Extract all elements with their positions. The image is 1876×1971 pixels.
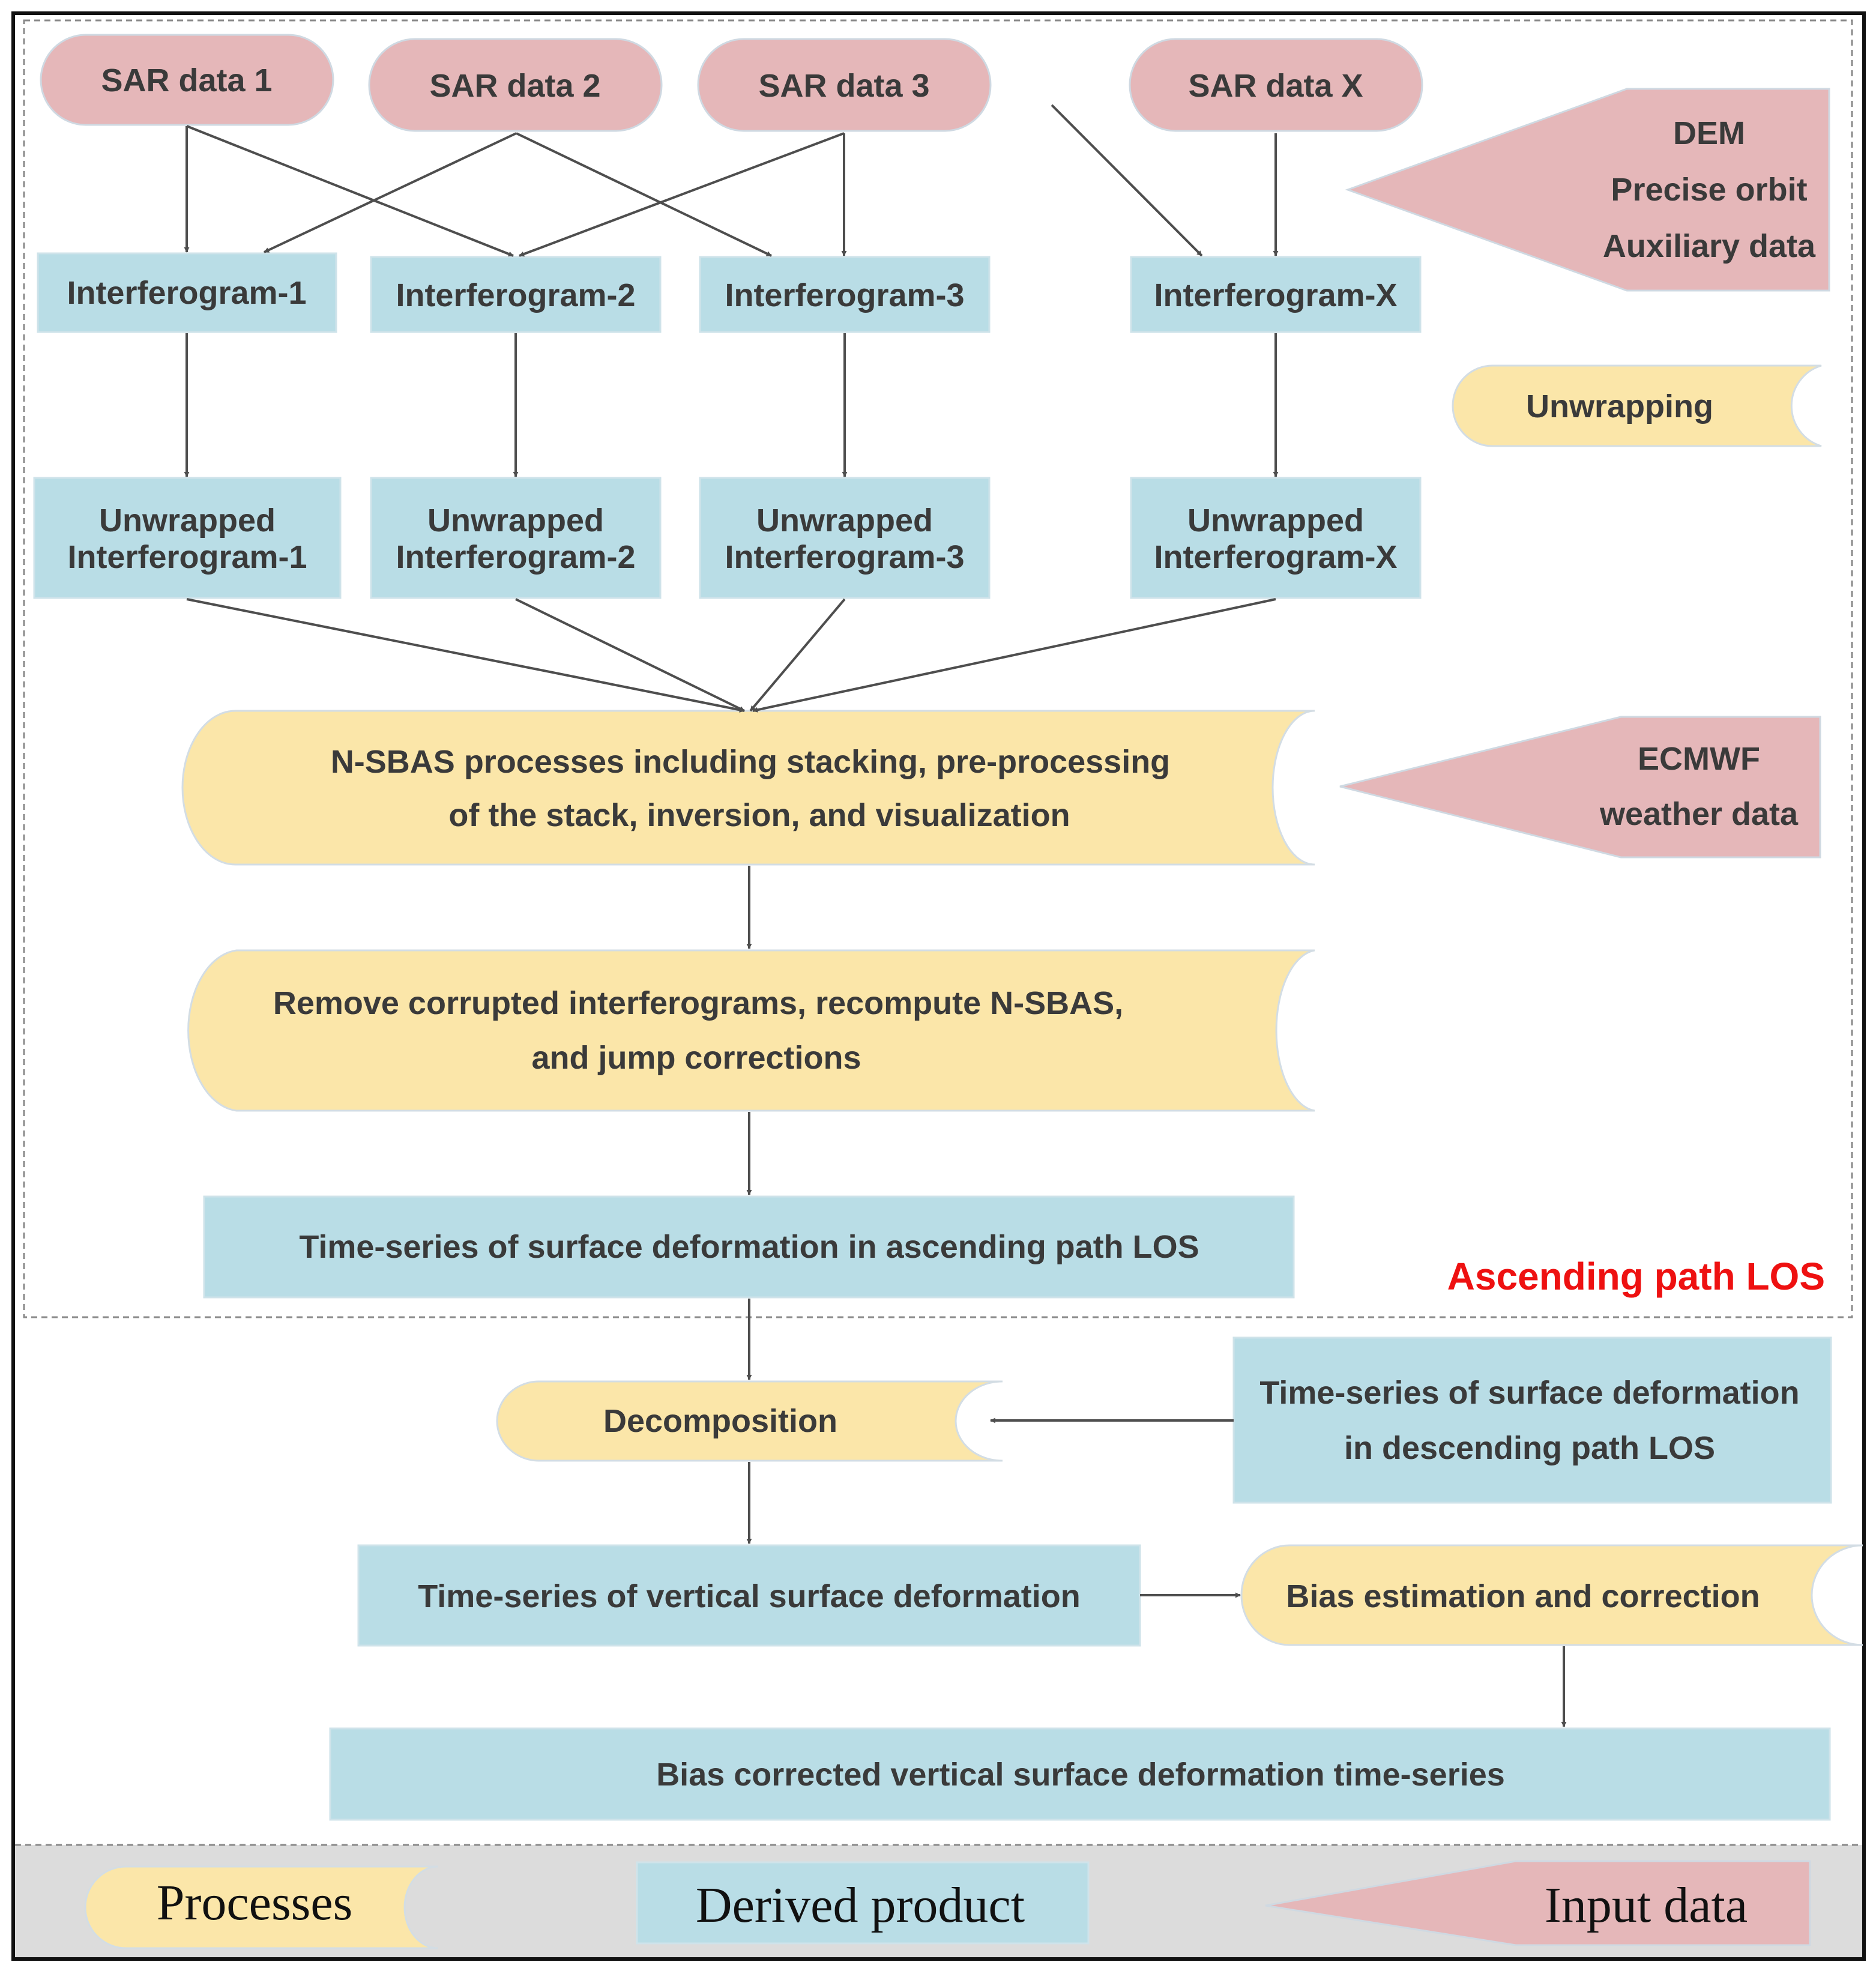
unwrapped-3-line2: Interferogram-3 xyxy=(725,539,964,575)
interferogram-2-label: Interferogram-2 xyxy=(396,277,635,313)
nsbas-line2: of the stack, inversion, and visualizati… xyxy=(448,797,1070,833)
vertical-timeseries-label: Time-series of vertical surface deformat… xyxy=(418,1578,1080,1614)
remove-line1: Remove corrupted interferograms, recompu… xyxy=(273,985,1123,1021)
unwrapped-1-line2: Interferogram-1 xyxy=(67,539,307,575)
interferogram-x-label: Interferogram-X xyxy=(1154,277,1397,313)
vertical-timeseries-node xyxy=(357,1544,1141,1647)
sar-data-1-node xyxy=(40,34,334,126)
arrow-unw3-nsbas xyxy=(749,598,846,712)
decomposition-label: Decomposition xyxy=(603,1403,837,1439)
nsbas-line1: N-SBAS processes including stacking, pre… xyxy=(331,744,1170,780)
remove-line2: and jump corrections xyxy=(531,1040,861,1076)
ecmwf-label: ECMWF xyxy=(1638,741,1760,777)
connector-arrows xyxy=(184,104,1567,1727)
arrow-unw2-nsbas xyxy=(515,598,745,712)
arrow-sar2-int1 xyxy=(264,132,517,253)
legend-processes-label: Processes xyxy=(157,1875,353,1931)
descending-timeseries-node xyxy=(1232,1336,1832,1504)
legend-derived-label: Derived product xyxy=(696,1877,1025,1933)
sar-data-3-node xyxy=(697,38,992,132)
interferogram-3-label: Interferogram-3 xyxy=(725,277,964,313)
sar-data-x-label: SAR data X xyxy=(1188,68,1363,104)
ascending-timeseries-node xyxy=(203,1195,1295,1299)
unwrapped-x-line2: Interferogram-X xyxy=(1154,539,1397,575)
unwrapped-x-line1: Unwrapped xyxy=(1187,503,1364,539)
ascending-timeseries-label: Time-series of surface deformation in as… xyxy=(299,1229,1199,1265)
unwrapped-3-line1: Unwrapped xyxy=(756,503,933,539)
legend-derived-swatch xyxy=(636,1861,1090,1945)
decomposition-process-shape xyxy=(496,1380,1003,1462)
bias-corrected-label: Bias corrected vertical surface deformat… xyxy=(656,1757,1505,1793)
ascending-path-los-label: Ascending path LOS xyxy=(1447,1255,1825,1298)
unwrapped-1-line1: Unwrapped xyxy=(99,503,276,539)
interferogram-3-node xyxy=(699,256,991,333)
unwrapped-interferogram-2-node xyxy=(370,477,662,599)
unwrapping-process-shape xyxy=(1452,364,1822,447)
sar-data-2-node xyxy=(368,38,663,132)
legend-process-swatch xyxy=(84,1865,439,1949)
sar-data-2-label: SAR data 2 xyxy=(429,68,600,104)
interferogram-1-node xyxy=(37,252,337,333)
arrow-sar2-int3 xyxy=(516,132,772,257)
descending-line2: in descending path LOS xyxy=(1344,1430,1715,1466)
dem-input-shape xyxy=(1345,88,1830,292)
bias-process-shape xyxy=(1240,1544,1863,1646)
legend-input-swatch xyxy=(1265,1860,1811,1946)
interferogram-2-node xyxy=(370,256,662,333)
unwrapped-interferogram-x-node xyxy=(1130,477,1422,599)
sar-data-x-node xyxy=(1129,38,1423,132)
ecmwf-input-shape xyxy=(1339,716,1821,859)
descending-line1: Time-series of surface deformation xyxy=(1259,1375,1799,1411)
nsbas-process-shape xyxy=(181,710,1315,866)
sar-data-1-label: SAR data 1 xyxy=(101,62,272,98)
ascending-region-border xyxy=(23,19,1853,1318)
arrow-sar3-int2 xyxy=(519,132,845,257)
sar-data-3-label: SAR data 3 xyxy=(758,68,929,104)
unwrapped-interferogram-3-node xyxy=(699,477,991,599)
unwrapped-2-line1: Unwrapped xyxy=(427,503,604,539)
bias-label: Bias estimation and correction xyxy=(1286,1578,1760,1614)
unwrapping-label: Unwrapping xyxy=(1526,388,1713,424)
interferogram-x-node xyxy=(1130,256,1422,333)
arrow-unw1-nsbas xyxy=(186,598,745,713)
remove-corrupted-process-shape xyxy=(187,949,1315,1112)
weather-data-label: weather data xyxy=(1599,796,1799,832)
arrow-unwx-nsbas xyxy=(752,598,1276,713)
unwrapped-2-line2: Interferogram-2 xyxy=(396,539,635,575)
auxiliary-data-label: Auxiliary data xyxy=(1603,228,1816,264)
interferogram-1-label: Interferogram-1 xyxy=(67,275,306,311)
arrow-sar1-int2 xyxy=(186,125,514,257)
unwrapped-interferogram-1-node xyxy=(33,477,342,599)
dem-label: DEM xyxy=(1673,115,1745,151)
bias-corrected-node xyxy=(329,1727,1831,1821)
legend-input-label: Input data xyxy=(1545,1877,1748,1933)
precise-orbit-label: Precise orbit xyxy=(1611,172,1807,208)
arrow-dots-intx xyxy=(1051,104,1203,257)
